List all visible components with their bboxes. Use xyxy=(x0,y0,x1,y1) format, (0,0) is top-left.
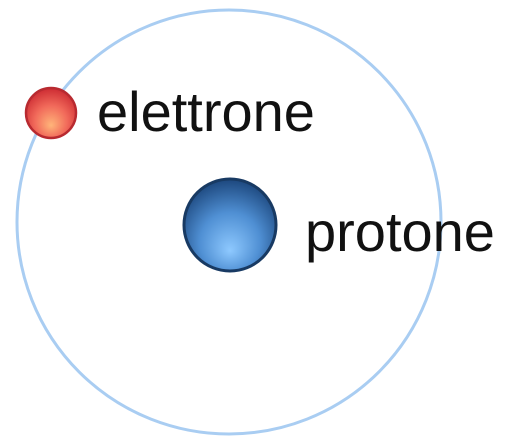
orbit-ring xyxy=(15,8,443,436)
proton-sphere xyxy=(182,177,278,273)
proton-label: protone xyxy=(305,200,495,263)
electron-sphere xyxy=(24,86,78,140)
electron xyxy=(24,86,78,140)
electron-label: elettrone xyxy=(97,80,315,143)
proton xyxy=(182,177,278,273)
